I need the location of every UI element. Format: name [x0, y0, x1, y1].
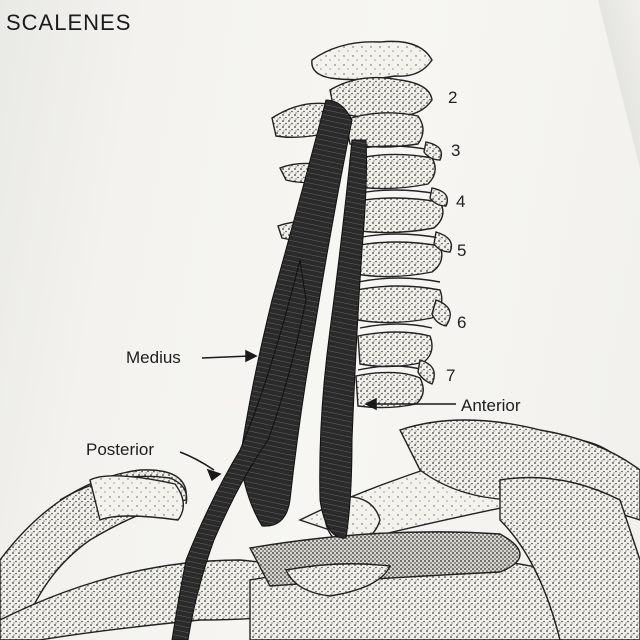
vertebra-label-7: 7 [446, 366, 456, 385]
label-posterior: Posterior [86, 440, 155, 459]
scalenus-posterior-muscle [171, 259, 307, 640]
cervical-spine [271, 40, 453, 409]
vertebra-label-6: 6 [457, 313, 467, 332]
scalenus-anterior-muscle [319, 139, 367, 539]
vertebra-label-4: 4 [456, 192, 466, 211]
scalene-muscles [171, 99, 367, 640]
label-leaders [179, 349, 456, 482]
ribcage-and-clavicle [0, 419, 640, 640]
diagram-title: SCALENES [6, 10, 132, 35]
label-anterior: Anterior [461, 396, 521, 415]
vertebra-label-5: 5 [457, 241, 467, 260]
vertebra-label-3: 3 [451, 141, 461, 160]
vertebra-label-2: 2 [448, 88, 458, 107]
label-medius: Medius [126, 348, 181, 367]
